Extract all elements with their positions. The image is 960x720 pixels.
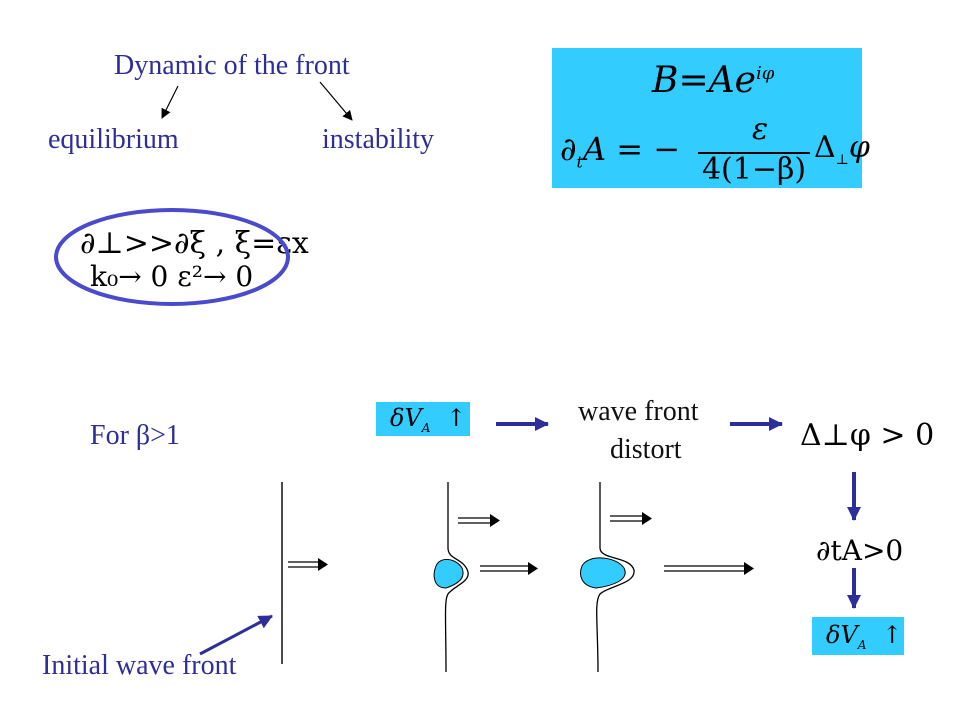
delta-va-top-text: δVA ↑: [390, 404, 466, 435]
partial-symbol: ∂: [560, 130, 577, 168]
equilibrium-label: equilibrium: [48, 124, 179, 155]
double-arrow-3-bottom: [664, 562, 754, 575]
arrow-to-equilibrium: [161, 85, 179, 119]
partial-sub-t: t: [576, 152, 583, 172]
distort-label: distort: [610, 434, 682, 465]
fraction-numerator: ε: [751, 112, 769, 147]
double-arrow-3-top: [610, 512, 652, 525]
laplacian-sub: ⊥: [835, 152, 849, 168]
fraction-denominator: 4(1−β): [701, 152, 807, 187]
eq-exponent: iφ: [755, 63, 775, 84]
delta-va-box-bottom: δVA ↑: [812, 617, 904, 655]
eq-ae: Ae: [708, 60, 756, 101]
wave-front-distorted-2: [596, 482, 635, 673]
double-arrow-1: [288, 558, 328, 571]
delta-va-bottom-text: δVA ↑: [826, 621, 902, 652]
condition-row2: k₀→ 0 ε²→ 0: [90, 260, 254, 293]
instability-label: instability: [322, 124, 434, 155]
double-arrow-2-bottom: [480, 562, 538, 575]
dt-a-positive: ∂tA>0: [816, 534, 904, 567]
arrow-to-instability: [319, 81, 353, 121]
equation-line1: B=Aeiφ: [652, 60, 774, 101]
eq-equals: =: [678, 60, 709, 101]
up-arrow-icon-bottom: ↑: [882, 621, 903, 649]
sub-a-top: A: [421, 420, 431, 435]
delta-v-bottom: δV: [826, 621, 858, 649]
wave-front-label: wave front: [578, 396, 699, 427]
laplacian-term: Δ⊥φ: [814, 130, 870, 168]
initial-wave-front-label: Initial wave front: [42, 650, 237, 681]
sub-a-bottom: A: [857, 637, 867, 652]
double-arrow-2-top: [458, 514, 500, 527]
eq-a-minus: A = −: [582, 130, 681, 168]
laplacian-symbol: Δ: [814, 130, 836, 165]
blob-2: [580, 557, 626, 589]
initial-front-pointer: [199, 614, 273, 656]
eq-b: B: [652, 60, 679, 101]
fraction-bar: [698, 152, 810, 154]
diagram-title: Dynamic of the front: [114, 50, 350, 81]
laplacian-positive: Δ⊥φ > 0: [800, 418, 935, 453]
wave-front-distorted-1: [444, 482, 469, 673]
condition-oval: [54, 208, 290, 306]
delta-v-top: δV: [390, 404, 422, 432]
beta-condition-label: For β>1: [90, 420, 180, 451]
phi-symbol: φ: [848, 130, 870, 165]
blob-1: [433, 559, 464, 589]
delta-va-box-top: δVA ↑: [376, 402, 470, 436]
equation-line2-left: ∂tA = −: [560, 130, 680, 171]
equation-box: B=Aeiφ ∂tA = − ε 4(1−β) Δ⊥φ: [552, 48, 870, 188]
up-arrow-icon: ↑: [446, 404, 467, 432]
